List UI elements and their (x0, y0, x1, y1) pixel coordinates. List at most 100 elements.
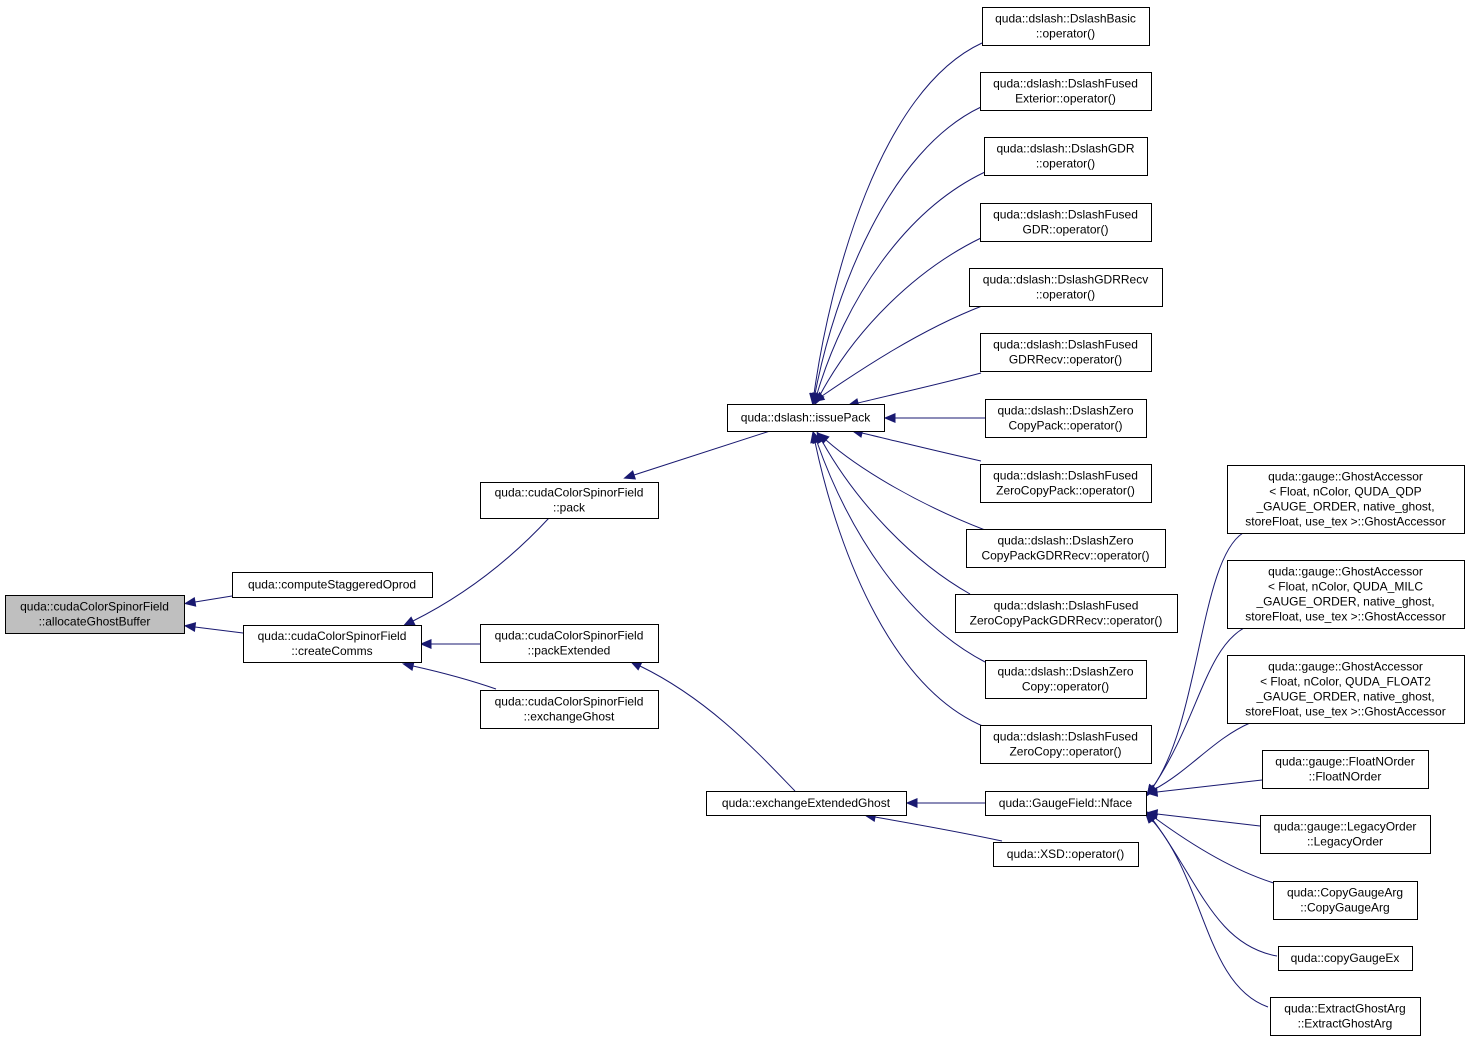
edge-line (412, 665, 497, 690)
node-label-line: ZeroCopyPackGDRRecv::operator() (970, 614, 1163, 628)
edge-dslashFusedZeroCopyPackGDRRecv-to-issuePack (816, 431, 971, 595)
node-xsd[interactable]: quda::XSD::operator() (993, 842, 1139, 867)
node-packExtended[interactable]: quda::cudaColorSpinorField::packExtended (480, 624, 659, 663)
node-label-line: quda::GaugeField::Nface (999, 796, 1133, 810)
edge-line (861, 432, 982, 462)
node-label-line: quda::dslash::DslashFused (993, 338, 1138, 352)
node-label-line: quda::cudaColorSpinorField (258, 629, 407, 643)
edge-line (194, 595, 233, 603)
node-dslashBasic[interactable]: quda::dslash::DslashBasic::operator() (982, 7, 1150, 46)
node-legacyOrder[interactable]: quda::gauge::LegacyOrder::LegacyOrder (1260, 815, 1431, 854)
node-label-line: ::allocateGhostBuffer (39, 615, 151, 629)
node-box (1278, 946, 1413, 971)
edge-line (813, 42, 983, 395)
edge-line (1154, 817, 1278, 885)
node-extractGhostArg[interactable]: quda::ExtractGhostArg::ExtractGhostArg (1270, 997, 1421, 1036)
edge-issuePack-to-pack (623, 430, 771, 480)
edge-dslashZeroCopyPack-to-issuePack (883, 413, 985, 423)
arrow-head-icon (1144, 811, 1157, 824)
node-label-line: storeFloat, use_tex >::GhostAccessor (1245, 705, 1445, 719)
node-issuePack[interactable]: quda::dslash::issuePack (727, 404, 885, 432)
node-dslashFusedZeroCopy[interactable]: quda::dslash::DslashFusedZeroCopy::opera… (980, 725, 1152, 764)
node-ghostQDP[interactable]: quda::gauge::GhostAccessor< Float, nColo… (1227, 465, 1465, 534)
node-box (1273, 881, 1418, 920)
node-nface[interactable]: quda::GaugeField::Nface (985, 791, 1147, 816)
node-label-line: quda::exchangeExtendedGhost (722, 796, 891, 810)
edge-line (1156, 813, 1261, 827)
node-label-line: quda::dslash::DslashBasic (995, 12, 1136, 26)
node-box (480, 690, 659, 729)
edge-line (857, 372, 982, 404)
node-label-line: quda::dslash::DslashFused (993, 469, 1138, 483)
node-dslashZeroCopyPack[interactable]: quda::dslash::DslashZeroCopyPack::operat… (985, 399, 1147, 438)
node-dslashGDRRecv[interactable]: quda::dslash::DslashGDRRecv::operator() (969, 268, 1163, 307)
node-label-line: quda::dslash::issuePack (741, 411, 871, 425)
node-box (966, 529, 1166, 568)
node-root[interactable]: quda::cudaColorSpinorField::allocateGhos… (5, 595, 185, 634)
node-exchangeGhost[interactable]: quda::cudaColorSpinorField::exchangeGhos… (480, 690, 659, 729)
node-createComms[interactable]: quda::cudaColorSpinorField::createComms (243, 625, 422, 663)
node-ghostMILC[interactable]: quda::gauge::GhostAccessor< Float, nColo… (1227, 560, 1465, 629)
edge-dslashFusedZeroCopyPack-to-issuePack (851, 428, 982, 462)
node-pack[interactable]: quda::cudaColorSpinorField::pack (480, 482, 659, 519)
node-box (1262, 750, 1429, 789)
edge-extractGhostArg-to-nface (1144, 811, 1269, 1008)
node-copyGaugeEx[interactable]: quda::copyGaugeEx (1278, 946, 1413, 971)
edge-line (814, 106, 982, 395)
node-label-line: quda::XSD::operator() (1007, 847, 1124, 861)
edge-line (874, 816, 1003, 842)
node-label-line: quda::dslash::DslashFused (994, 599, 1139, 613)
edge-line (816, 441, 986, 663)
node-label-line: quda::ExtractGhostArg (1284, 1002, 1405, 1016)
node-box (5, 595, 185, 634)
node-box (980, 203, 1152, 242)
node-box (243, 625, 422, 663)
node-exchangeExtendedGhost[interactable]: quda::exchangeExtendedGhost (706, 791, 907, 816)
edge-line (412, 517, 550, 622)
node-computeStaggeredOprod[interactable]: quda::computeStaggeredOprod (232, 572, 433, 598)
edge-dslashZeroCopyPackGDRRecv-to-issuePack (817, 432, 986, 531)
edges-layer (183, 42, 1278, 1008)
node-box (955, 594, 1178, 633)
edge-line (1152, 532, 1244, 788)
node-dslashFusedExterior[interactable]: quda::dslash::DslashFusedExterior::opera… (980, 72, 1152, 111)
node-dslashFusedZeroCopyPack[interactable]: quda::dslash::DslashFusedZeroCopyPack::o… (980, 464, 1152, 503)
edge-legacyOrder-to-nface (1145, 809, 1261, 827)
node-label-line: quda::dslash::DslashFused (993, 208, 1138, 222)
edge-line (639, 665, 796, 792)
node-box (480, 482, 659, 519)
node-floatNOrder[interactable]: quda::gauge::FloatNOrder::FloatNOrder (1262, 750, 1429, 789)
node-label-line: storeFloat, use_tex >::GhostAccessor (1245, 515, 1445, 529)
node-box (1227, 560, 1465, 629)
node-box (980, 72, 1152, 111)
node-box (984, 137, 1148, 176)
edge-line (821, 305, 983, 397)
node-label-line: quda::dslash::DslashZero (997, 665, 1133, 679)
node-box (727, 404, 885, 432)
node-dslashFusedZeroCopyPackGDRRecv[interactable]: quda::dslash::DslashFusedZeroCopyPackGDR… (955, 594, 1178, 633)
node-label-line: quda::gauge::GhostAccessor (1268, 470, 1423, 484)
node-copyGaugeArg[interactable]: quda::CopyGaugeArg::CopyGaugeArg (1273, 881, 1418, 920)
edge-dslashFusedGDRRecv-to-issuePack (847, 372, 982, 408)
node-dslashFusedGDRRecv[interactable]: quda::dslash::DslashFusedGDRRecv::operat… (980, 333, 1152, 372)
node-label-line: ::createComms (291, 644, 372, 658)
node-label-line: GDRRecv::operator() (1009, 353, 1122, 367)
node-dslashGDR[interactable]: quda::dslash::DslashGDR::operator() (984, 137, 1148, 176)
edge-copyGaugeArg-to-nface (1145, 811, 1278, 885)
node-box (1227, 655, 1465, 724)
node-label-line: quda::dslash::DslashZero (997, 534, 1133, 548)
arrow-head-icon (419, 639, 432, 649)
node-label-line: ::LegacyOrder (1307, 835, 1383, 849)
node-ghostFLOAT2[interactable]: quda::gauge::GhostAccessor< Float, nColo… (1227, 655, 1465, 724)
node-label-line: ZeroCopyPack::operator() (996, 484, 1135, 498)
node-label-line: ::operator() (1036, 157, 1095, 171)
edge-packExtended-to-createComms (419, 639, 480, 649)
arrow-head-icon (183, 622, 197, 632)
node-label-line: ::operator() (1036, 27, 1095, 41)
edge-computeStaggeredOprod-to-root (183, 595, 233, 607)
node-label-line: ::packExtended (528, 644, 611, 658)
node-dslashZeroCopyPackGDRRecv[interactable]: quda::dslash::DslashZeroCopyPackGDRRecv:… (966, 529, 1166, 568)
arrow-head-icon (812, 391, 826, 403)
